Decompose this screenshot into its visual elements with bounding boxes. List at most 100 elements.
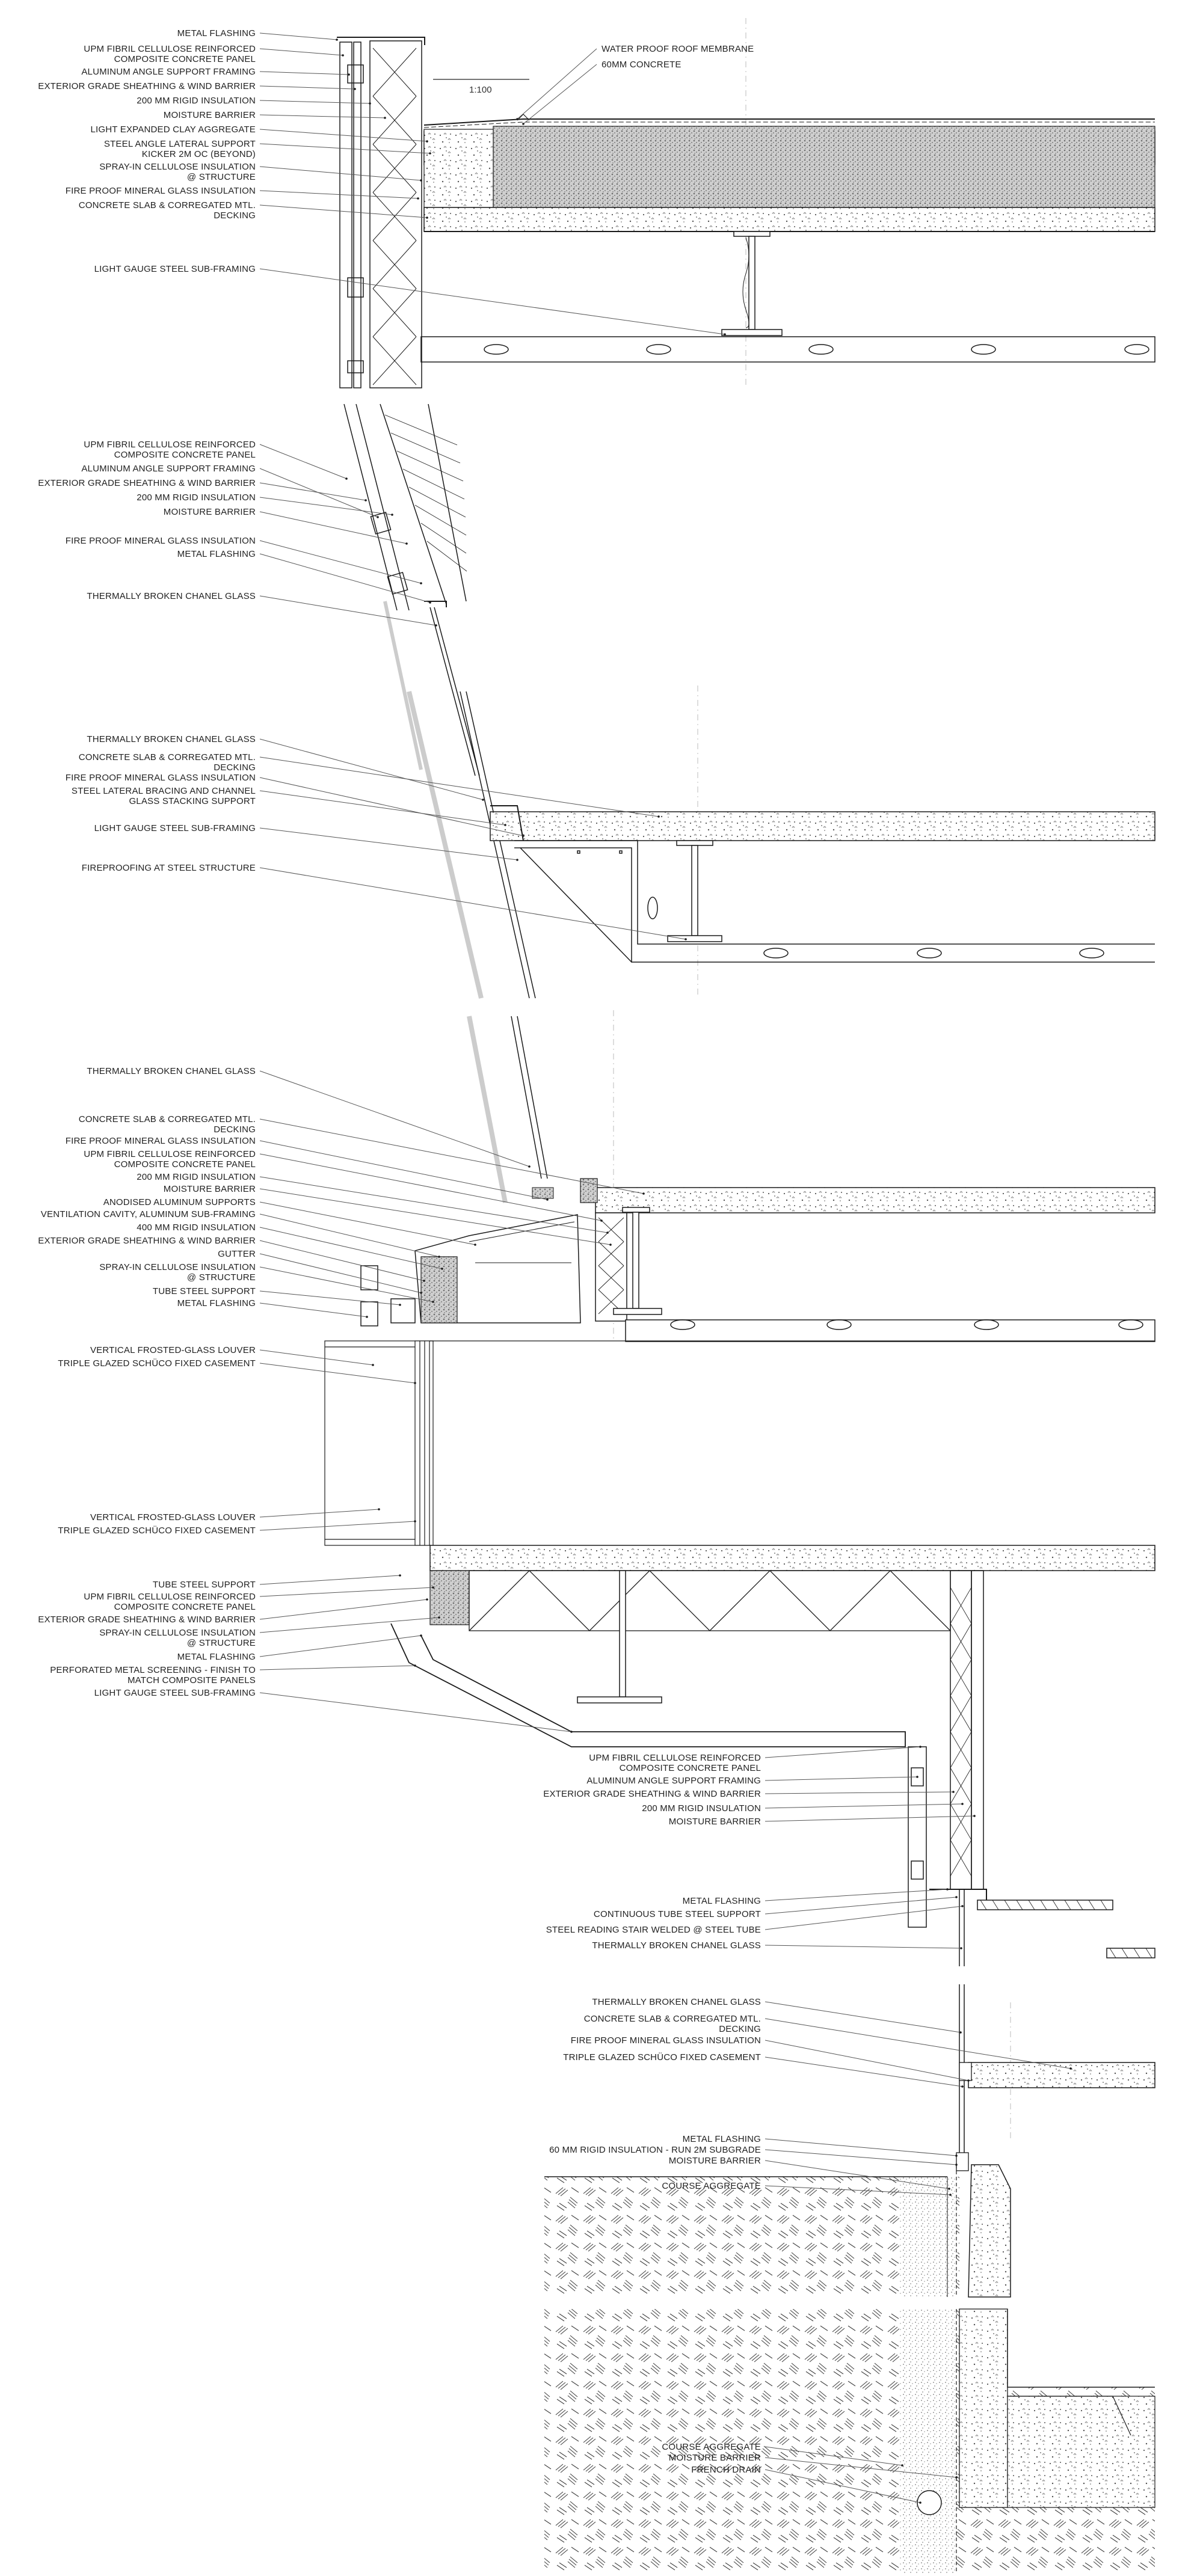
leader-dot [420,1292,422,1294]
callout-label: FIRE PROOF MINERAL GLASS INSULATION [66,536,256,546]
callout-label: TRIPLE GLAZED SCHÜCO FIXED CASEMENT [58,1525,256,1536]
leader-line [259,511,407,544]
leader-dot [345,477,348,480]
callout-label: EXTERIOR GRADE SHEATHING & WIND BARRIER [38,1236,256,1246]
callout-section_1-left-6: LIGHT EXPANDED CLAY AGGREGATE [91,124,428,143]
steel-beam [613,1207,662,1315]
callout-label: MOISTURE BARRIER [164,507,256,517]
callout-section_4-left-11: SPRAY-IN CELLULOSE INSULATION@ STRUCTURE [99,1262,434,1303]
callout-label: MOISTURE BARRIER [164,1184,256,1194]
leader-line [259,777,524,836]
callout-label: 60 MM RIGID INSULATION - RUN 2M SUBGRADE [549,2145,761,2155]
callout-label: ALUMINUM ANGLE SUPPORT FRAMING [81,67,256,77]
callout-label: SPRAY-IN CELLULOSE INSULATION@ STRUCTURE [99,1262,256,1283]
callout-label: EXTERIOR GRADE SHEATHING & WIND BARRIER [38,81,256,91]
leader-dot [516,118,518,120]
callout-section_3-left-2: FIRE PROOF MINERAL GLASS INSULATION [66,773,525,837]
leader-dot [429,601,431,604]
leader-dot [423,1280,425,1282]
leader-line [259,204,428,218]
slab [490,811,1155,841]
callout-label: THERMALLY BROKEN CHANEL GLASS [592,1997,761,2007]
leader-line [259,1617,440,1633]
leader-dot [474,1244,476,1246]
leader-dot [960,1947,962,1949]
callout-section_4-left-7: VENTILATION CAVITY, ALUMINUM SUB-FRAMING [41,1209,440,1258]
leader-dot [946,1888,949,1891]
leader-dot [432,1586,434,1589]
callout-section_1-left-9: FIRE PROOF MINERAL GLASS INSULATION [66,186,419,200]
french-drain-pipe [917,2490,942,2515]
callout-section_4-left-15: TRIPLE GLAZED SCHÜCO FIXED CASEMENT [58,1358,416,1384]
section-gutter-window [324,1010,1155,1966]
callout-label: 60MM CONCRETE [602,60,681,70]
composite-concrete-panel [339,41,352,388]
leader-line [259,444,347,479]
callout-label: FIREPROOFING AT STEEL STRUCTURE [82,863,256,873]
callout-label: CONCRETE SLAB & CORREGATED MTL.DECKING [79,752,256,773]
leader-dot [482,799,484,801]
callout-section_4-left-0: THERMALLY BROKEN CHANEL GLASS [87,1066,531,1168]
callout-section_5-left-7: COURSE AGGREGATE [662,2181,952,2196]
leader-line [259,482,366,501]
leader-line [765,2001,961,2033]
leader-dot [384,117,386,119]
leader-dot [372,1364,374,1366]
leader-line [259,1201,476,1245]
callout-section_4-lower-8: THERMALLY BROKEN CHANEL GLASS [592,1940,962,1951]
callout-label: METAL FLASHING [177,28,256,38]
leader-dot [955,2476,958,2479]
callout-label: LIGHT GAUGE STEEL SUB-FRAMING [94,264,256,274]
callout-section_4-left-20: EXTERIOR GRADE SHEATHING & WIND BARRIER [38,1598,428,1625]
callout-label: EXTERIOR GRADE SHEATHING & WIND BARRIER [543,1789,761,1799]
callout-label: TRIPLE GLAZED SCHÜCO FIXED CASEMENT [58,1358,256,1369]
leader-line [765,1815,975,1822]
callout-section_5-left-3: TRIPLE GLAZED SCHÜCO FIXED CASEMENT [563,2052,964,2088]
leader-line [765,2160,950,2189]
callout-label: GUTTER [218,1249,256,1259]
support-clip [347,64,364,84]
callout-label: TRIPLE GLAZED SCHÜCO FIXED CASEMENT [563,2052,761,2062]
soil-section-upper [544,2164,1011,2298]
callout-section_5-lower-2: FRENCH DRAIN [691,2465,921,2504]
annotation-labels: METAL FLASHING UPM FIBRIL CELLULOSE REINF… [38,28,1072,2504]
leader-dot [420,582,422,584]
leader-line [765,1889,948,1901]
leader-line [259,1635,422,1657]
callout-section_2-left-3: 200 MM RIGID INSULATION [137,492,393,516]
callout-label: LIGHT EXPANDED CLAY AGGREGATE [91,124,256,135]
leader-dot [435,624,437,627]
leader-line [765,2185,951,2195]
steel-beam [667,840,722,942]
leader-line [765,1746,921,1758]
lower-wall [908,1570,1155,1966]
leader-line [765,2138,957,2156]
support-clip [347,277,364,298]
callout-section_1-right-1: 60MM CONCRETE [522,60,681,125]
leader-dot [522,123,525,125]
leader-line [259,1521,416,1531]
leader-line [259,1363,416,1384]
leader-dot [955,2164,958,2166]
callout-section_2-left-6: METAL FLASHING [177,549,431,604]
callout-label: METAL FLASHING [177,549,256,559]
callout-section_4-left-1: CONCRETE SLAB & CORREGATED MTL.DECKING [79,1114,645,1195]
callout-section_1-right-0: WATER PROOF ROOF MEMBRANE [516,44,754,120]
callout-label: MOISTURE BARRIER [669,1817,761,1827]
section-glass-slab [407,685,1155,999]
callout-label: THERMALLY BROKEN CHANEL GLASS [87,734,256,744]
leader-dot [432,1301,434,1303]
leader-dot [348,73,350,76]
leader-line [259,756,659,817]
callout-label: COURSE AGGREGATE [662,2442,761,2452]
callout-label: FIRE PROOF MINERAL GLASS INSULATION [66,773,256,783]
leader-line [259,1227,443,1269]
concrete-slab-decking [423,207,1155,232]
callout-label: FIRE PROOF MINERAL GLASS INSULATION [571,2035,761,2046]
insulation-hatch [372,48,417,385]
leader-line [259,1349,374,1366]
callout-label: FRENCH DRAIN [691,2465,761,2475]
leader-dot [528,1165,531,1168]
